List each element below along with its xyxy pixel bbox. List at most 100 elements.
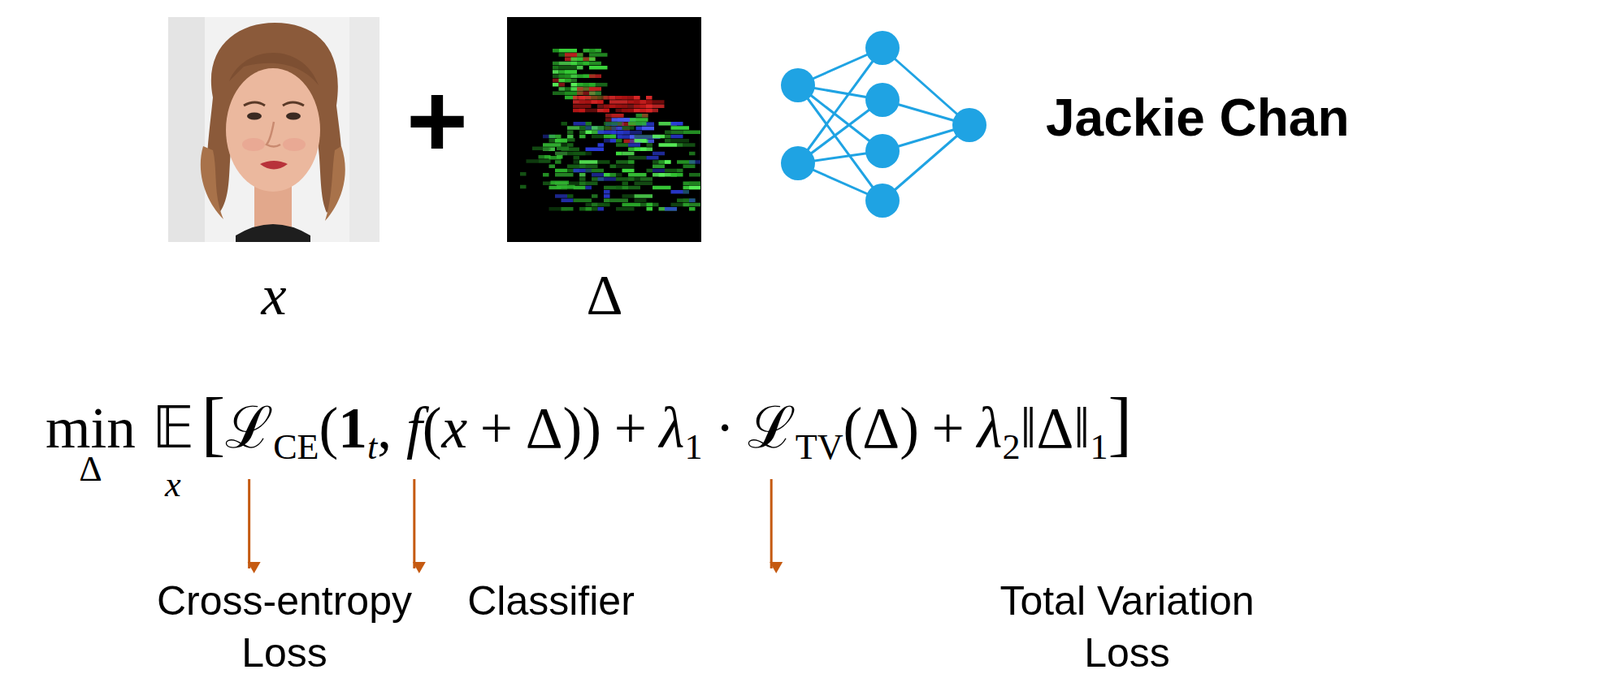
network-neuron bbox=[780, 146, 816, 181]
annotation-label: Cross-entropy Loss bbox=[130, 575, 439, 680]
formula-term: Δ)) bbox=[525, 393, 602, 464]
noise-pixel bbox=[609, 95, 616, 100]
noise-pixel bbox=[552, 69, 560, 74]
noise-pixel bbox=[603, 194, 611, 199]
noise-pixel bbox=[603, 190, 611, 195]
hair-fringe bbox=[229, 52, 319, 86]
noise-pixel bbox=[542, 173, 550, 178]
network-neuron bbox=[865, 30, 900, 66]
noise-pixel bbox=[598, 177, 617, 182]
noise-pixel bbox=[579, 134, 586, 139]
noise-pixel bbox=[603, 95, 616, 100]
noise-pixel bbox=[552, 65, 560, 70]
formula-stack: minΔ bbox=[45, 393, 136, 464]
network-neuron bbox=[865, 183, 900, 218]
noise-pixel bbox=[589, 74, 602, 79]
formula-subscript: TV bbox=[795, 425, 844, 469]
noise-pixel bbox=[591, 194, 599, 199]
noise-pixel bbox=[634, 138, 647, 144]
noise-pixel bbox=[561, 207, 574, 212]
noise-pixel bbox=[689, 182, 701, 187]
lips bbox=[260, 160, 288, 170]
noise-pixel bbox=[585, 121, 593, 126]
noise-pixel bbox=[634, 134, 654, 139]
noise-pixel bbox=[628, 160, 635, 165]
noise-pixel bbox=[634, 182, 654, 187]
noise-pixel bbox=[652, 160, 672, 165]
noise-pixel bbox=[671, 134, 684, 139]
noise-pixel bbox=[646, 104, 665, 109]
noise-pixel bbox=[598, 130, 617, 135]
noise-pixel bbox=[689, 207, 696, 212]
noise-pixel bbox=[552, 78, 572, 83]
noise-pixel bbox=[556, 138, 576, 143]
cheek bbox=[242, 138, 265, 152]
noise-pixel bbox=[597, 108, 610, 113]
noise-pixel bbox=[561, 143, 574, 148]
hair-curl bbox=[200, 146, 224, 220]
noise-pixel bbox=[683, 186, 702, 191]
noise-pixel bbox=[628, 177, 641, 182]
noise-pixel bbox=[559, 82, 566, 87]
noise-pixel bbox=[538, 159, 551, 164]
noise-pixel bbox=[597, 99, 604, 105]
plus-sign: + bbox=[406, 67, 469, 174]
photo-backdrop bbox=[168, 17, 205, 243]
network-neuron bbox=[865, 134, 900, 169]
noise-pixel bbox=[628, 95, 641, 100]
noise-pixel bbox=[567, 194, 574, 199]
formula-operator: + bbox=[480, 393, 513, 464]
noise-pixel bbox=[576, 52, 584, 57]
variable-label: Δ bbox=[585, 267, 623, 325]
noise-pixel bbox=[526, 159, 539, 164]
noise-pixel bbox=[676, 169, 684, 174]
annotation-label: Total Variation Loss bbox=[972, 575, 1282, 680]
noise-pixel bbox=[572, 95, 592, 100]
noise-pixel bbox=[583, 86, 603, 92]
noise-pixel bbox=[589, 52, 608, 57]
noise-pixel bbox=[652, 169, 665, 174]
noise-pixel bbox=[538, 155, 546, 160]
noise-pixel bbox=[683, 164, 696, 170]
formula-term: ( bbox=[319, 393, 339, 464]
noise-pixel bbox=[615, 151, 623, 157]
noise-pixel bbox=[571, 82, 578, 87]
noise-pixel bbox=[572, 104, 592, 109]
noise-pixel bbox=[552, 91, 565, 96]
noise-pixel bbox=[579, 173, 586, 178]
noise-pixel bbox=[659, 207, 678, 212]
noise-pixel bbox=[622, 182, 629, 187]
leader-arrow bbox=[770, 479, 773, 569]
noise-pixel bbox=[552, 61, 560, 66]
noise-pixel bbox=[640, 177, 653, 182]
noise-pixel bbox=[567, 143, 574, 148]
noise-pixel bbox=[583, 61, 603, 66]
noise-pixel bbox=[573, 199, 593, 204]
noise-pixel bbox=[636, 113, 649, 118]
noise-pixel bbox=[555, 173, 574, 178]
noise-pixel bbox=[646, 207, 654, 212]
noise-pixel bbox=[628, 173, 647, 178]
noise-pixel bbox=[646, 95, 653, 100]
noise-pixel bbox=[609, 99, 629, 105]
noise-pixel bbox=[603, 203, 611, 208]
noise-pixel bbox=[689, 151, 696, 157]
noise-pixel bbox=[634, 199, 647, 204]
noise-pixel bbox=[676, 199, 696, 204]
noise-pixel bbox=[571, 78, 578, 83]
noise-pixel bbox=[652, 134, 665, 139]
noise-pixel bbox=[579, 108, 586, 113]
noise-pixel bbox=[615, 138, 623, 144]
noise-pixel bbox=[552, 82, 560, 87]
noise-pixel bbox=[556, 155, 564, 160]
noise-pixel bbox=[615, 160, 635, 165]
formula-term: (Δ) bbox=[843, 393, 920, 464]
formula-bracket: ] bbox=[1107, 380, 1132, 468]
noise-pixel bbox=[610, 138, 617, 144]
photo-background bbox=[168, 17, 380, 243]
noise-pixel bbox=[689, 160, 701, 165]
noise-pixel bbox=[576, 57, 596, 62]
noise-pixel bbox=[603, 121, 623, 126]
noise-pixel bbox=[572, 108, 586, 113]
formula-term: λ bbox=[977, 393, 1003, 464]
